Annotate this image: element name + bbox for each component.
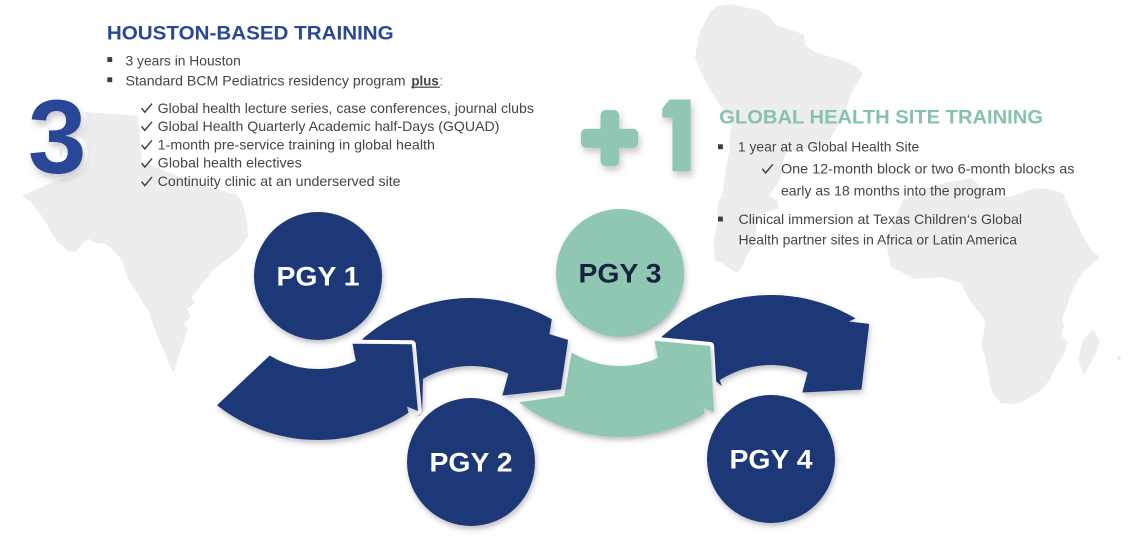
svg-text:3: 3	[28, 79, 86, 196]
svg-text:Global Health Quarterly Academ: Global Health Quarterly Academic half-Da…	[158, 119, 500, 134]
svg-text:Health partner sites in Africa: Health partner sites in Africa or Latin …	[739, 232, 1018, 247]
svg-text:HOUSTON-BASED TRAINING: HOUSTON-BASED TRAINING	[107, 24, 394, 45]
svg-text:Standard BCM Pediatrics reside: Standard BCM Pediatrics residency progra…	[126, 73, 406, 88]
svg-text:Clinical immersion at Texas Ch: Clinical immersion at Texas Children‘s G…	[739, 212, 1023, 227]
svg-text:1-month pre-service training i: 1-month pre-service training in global h…	[158, 138, 435, 153]
svg-text:plus: plus	[411, 73, 439, 88]
svg-text:Global health electives: Global health electives	[158, 156, 302, 171]
svg-text:3: 3	[28, 79, 86, 196]
svg-text:GLOBAL HEALTH SITE TRAINING: GLOBAL HEALTH SITE TRAINING	[719, 107, 1043, 129]
svg-text:One 12-month block or two 6-mo: One 12-month block or two 6-month blocks…	[781, 162, 1075, 177]
svg-text:PGY 3: PGY 3	[579, 259, 662, 289]
svg-text:early as 18 months into the pr: early as 18 months into the program	[781, 183, 1006, 198]
svg-text:PGY 1: PGY 1	[277, 262, 360, 292]
svg-text:3 years in Houston: 3 years in Houston	[126, 54, 241, 69]
svg-text::: :	[440, 73, 443, 88]
svg-text:Continuity clinic at an unders: Continuity clinic at an underserved site	[158, 174, 401, 189]
svg-text:PGY 4: PGY 4	[730, 445, 813, 475]
svg-text:1 year at a Global Health Site: 1 year at a Global Health Site	[738, 140, 919, 155]
svg-text:Global health lecture series,: Global health lecture series, case confe…	[158, 101, 534, 116]
svg-text:PGY 2: PGY 2	[430, 448, 513, 478]
